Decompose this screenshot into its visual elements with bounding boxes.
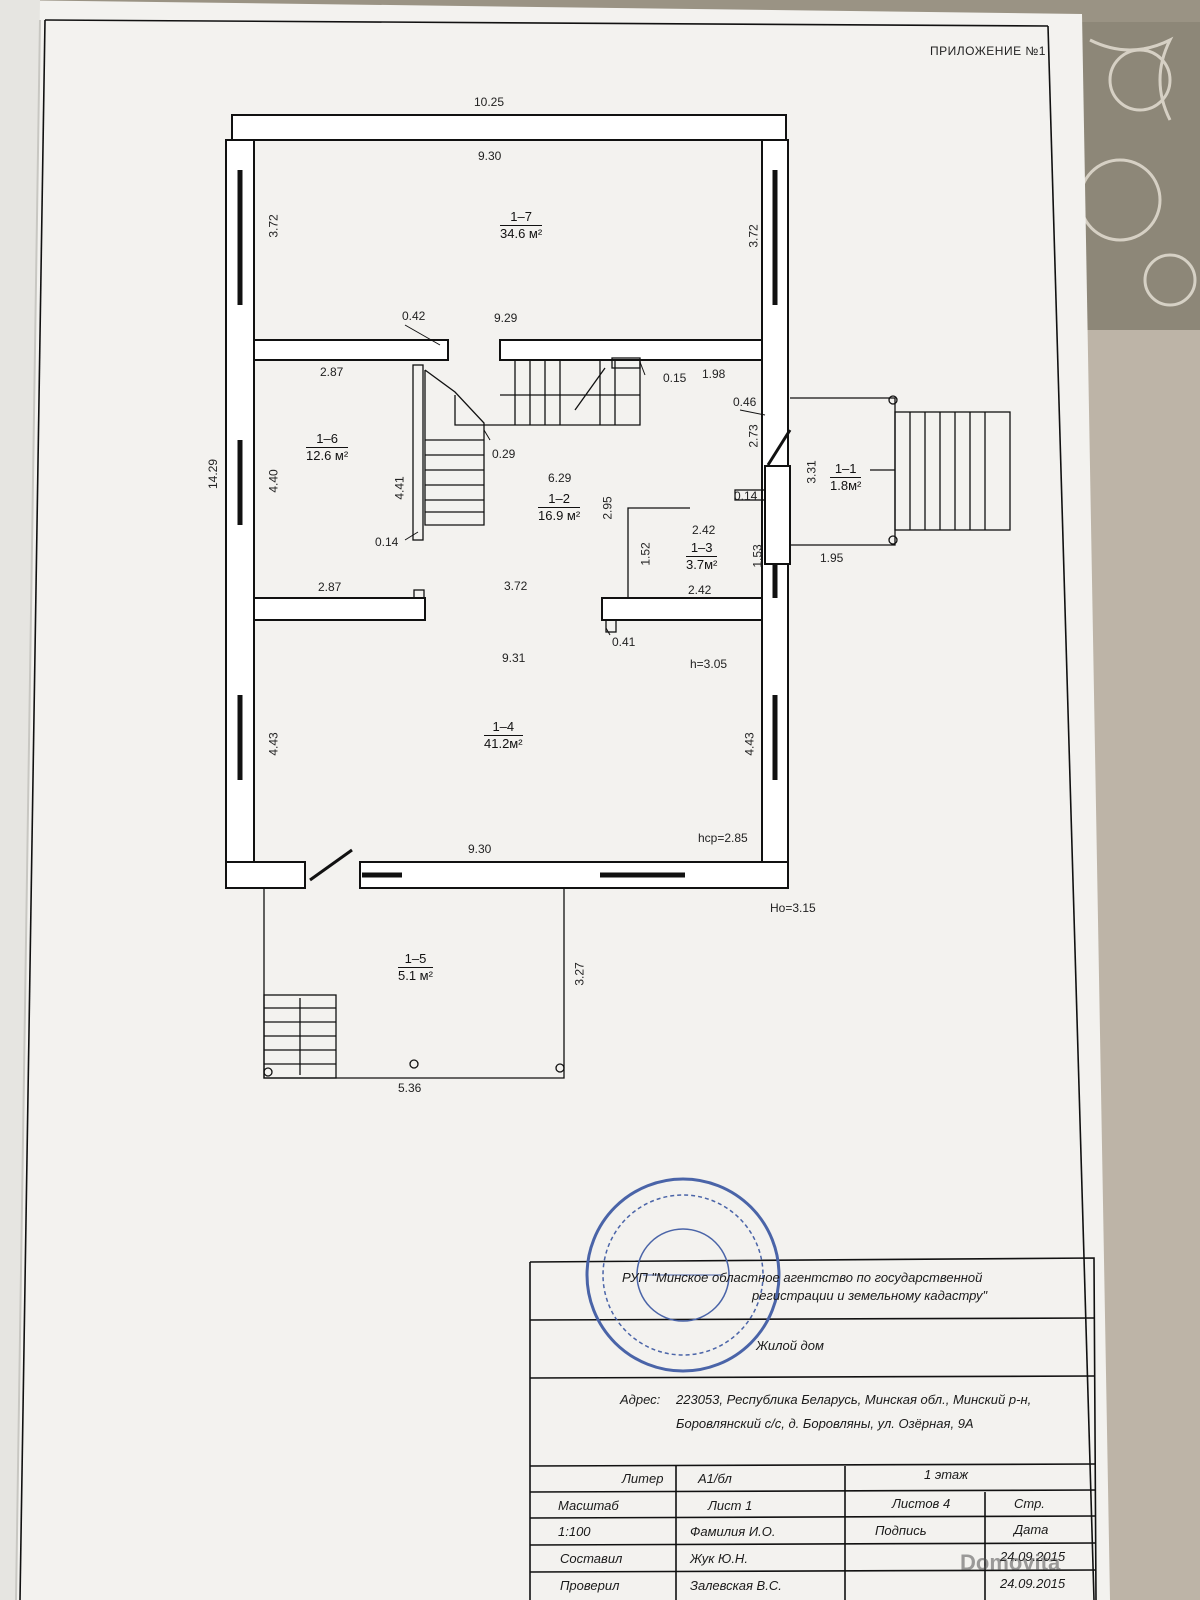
liter-value: А1/бл	[698, 1471, 732, 1486]
dim-0-29: 0.29	[492, 447, 516, 461]
dim-3-27: 3.27	[572, 962, 587, 986]
total-height: Hо=3.15	[770, 901, 816, 915]
watermark-logo: Domovita	[960, 1550, 1061, 1575]
dim-3-72: 3.72	[504, 579, 528, 593]
composed-label: Составил	[560, 1551, 623, 1566]
dim-9-31: 9.31	[502, 651, 526, 665]
address-label: Адрес:	[620, 1392, 661, 1407]
dim-1-52: 1.52	[638, 542, 653, 566]
dim-0-14-right: 0.14	[734, 489, 758, 503]
ceiling-height: h=3.05	[690, 657, 728, 671]
dim-5-36: 5.36	[398, 1081, 422, 1095]
dim-0-41: 0.41	[612, 635, 636, 649]
page-label: Стр.	[1014, 1496, 1045, 1511]
sheet-number: Лист 1	[708, 1498, 753, 1513]
official-round-stamp	[585, 1177, 781, 1373]
dim-0-42: 0.42	[402, 309, 426, 323]
checked-date: 24.09.2015	[1000, 1576, 1066, 1591]
dim-left-total: 14.29	[206, 458, 221, 490]
dim-1-95: 1.95	[820, 551, 844, 565]
dim-right-4-43: 4.43	[742, 732, 757, 756]
dim-6-29: 6.29	[548, 471, 572, 485]
dim-4-41: 4.41	[392, 476, 407, 500]
dim-left-1-7: 3.72	[266, 214, 281, 238]
object-name: Жилой дом	[756, 1338, 824, 1353]
dim-bottom-9-30: 9.30	[468, 842, 492, 856]
dim-0-15: 0.15	[663, 371, 687, 385]
scale-value: 1:100	[558, 1524, 591, 1539]
dim-4-40: 4.40	[266, 469, 281, 493]
organization-line-1: РУП "Минское областное агентство по госу…	[622, 1270, 983, 1285]
sheets-total: Листов 4	[892, 1496, 951, 1511]
signature-header: Подпись	[875, 1523, 927, 1538]
dim-left-4-43: 4.43	[266, 732, 281, 756]
dim-2-42-bottom: 2.42	[688, 583, 712, 597]
dim-top-inner: 9.30	[478, 149, 502, 163]
dim-0-14-left: 0.14	[375, 535, 399, 549]
liter-label: Литер	[622, 1471, 664, 1486]
dim-2-73: 2.73	[746, 424, 761, 448]
appendix-label: ПРИЛОЖЕНИЕ №1	[930, 44, 1046, 58]
dim-3-31: 3.31	[804, 460, 819, 484]
composed-date: 24.09.2015	[1000, 1549, 1066, 1564]
checked-name: Залевская В.С.	[690, 1578, 782, 1593]
dim-right-1-7: 3.72	[746, 224, 761, 248]
name-header: Фамилия И.О.	[690, 1524, 776, 1539]
address-line-2: Боровлянский с/с, д. Боровляны, ул. Озёр…	[676, 1416, 974, 1431]
checked-label: Проверил	[560, 1578, 620, 1593]
dim-9-29: 9.29	[494, 311, 518, 325]
dim-2-95: 2.95	[600, 496, 615, 520]
composed-name: Жук Ю.Н.	[690, 1551, 748, 1566]
dim-1-98: 1.98	[702, 367, 726, 381]
floor-label: 1 этаж	[924, 1467, 969, 1482]
date-header: Дата	[1014, 1522, 1049, 1537]
dim-2-87-bottom: 2.87	[318, 580, 342, 594]
dim-2-42-top: 2.42	[692, 523, 716, 537]
dim-0-46: 0.46	[733, 395, 757, 409]
address-line-1: 223053, Республика Беларусь, Минская обл…	[676, 1392, 1032, 1407]
dim-2-87-top: 2.87	[320, 365, 344, 379]
dim-1-53: 1.53	[750, 544, 765, 568]
organization-line-2: регистрации и земельному кадастру"	[752, 1288, 988, 1303]
scale-label: Масштаб	[558, 1498, 619, 1513]
avg-height: hср=2.85	[698, 831, 748, 845]
dim-top-outer: 10.25	[474, 95, 505, 109]
